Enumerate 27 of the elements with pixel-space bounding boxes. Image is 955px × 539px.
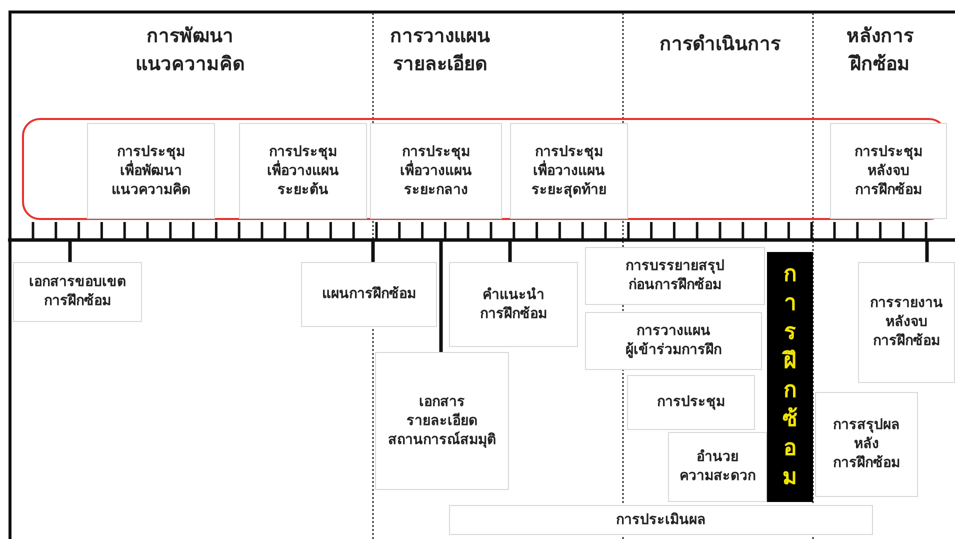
meeting-box: การประชุม เพื่อวางแผน ระยะกลาง <box>370 123 502 219</box>
activity-box: คำแนะนำ การฝึกซ้อม <box>449 262 578 347</box>
activity-box: การประเมินผล <box>449 505 873 535</box>
connector-line <box>925 241 929 262</box>
connector-line <box>439 241 443 352</box>
meeting-box: การประชุม เพื่อวางแผน ระยะสุดท้าย <box>510 123 628 219</box>
activity-box: เอกสาร รายละเอียด สถานการณ์สมมุติ <box>375 352 509 490</box>
phase-heading: การดำเนินการ <box>658 32 782 57</box>
phase-heading: การพัฒนา แนวความคิด <box>134 24 246 77</box>
phase-heading: การวางแผน รายละเอียด <box>389 24 491 77</box>
connector-line <box>508 241 512 262</box>
meeting-box: การประชุม เพื่อวางแผน ระยะต้น <box>239 123 367 219</box>
activity-box: แผนการฝึกซ้อม <box>301 262 437 327</box>
meeting-box: การประชุม เพื่อพัฒนา แนวความคิด <box>87 123 215 219</box>
vertical-title-box: การฝึกซ้อม <box>767 252 813 502</box>
connector-line <box>371 241 375 262</box>
activity-box: การประชุม <box>627 375 755 430</box>
activity-box: การสรุปผล หลัง การฝึกซ้อม <box>815 392 918 497</box>
rounded-band <box>22 118 947 220</box>
activity-box: การบรรยายสรุป ก่อนการฝึกซ้อม <box>585 247 765 305</box>
activity-box: การวางแผน ผู้เข้าร่วมการฝึก <box>585 312 762 370</box>
meeting-box: การประชุม หลังจบ การฝึกซ้อม <box>830 123 947 219</box>
activity-box: การรายงาน หลังจบ การฝึกซ้อม <box>858 262 955 383</box>
phase-heading: หลังการ ฝึกซ้อม <box>846 24 915 77</box>
connector-line <box>68 241 72 262</box>
activity-box: เอกสารขอบเขต การฝึกซ้อม <box>13 262 142 322</box>
activity-box: อำนวย ความสะดวก <box>668 432 767 502</box>
